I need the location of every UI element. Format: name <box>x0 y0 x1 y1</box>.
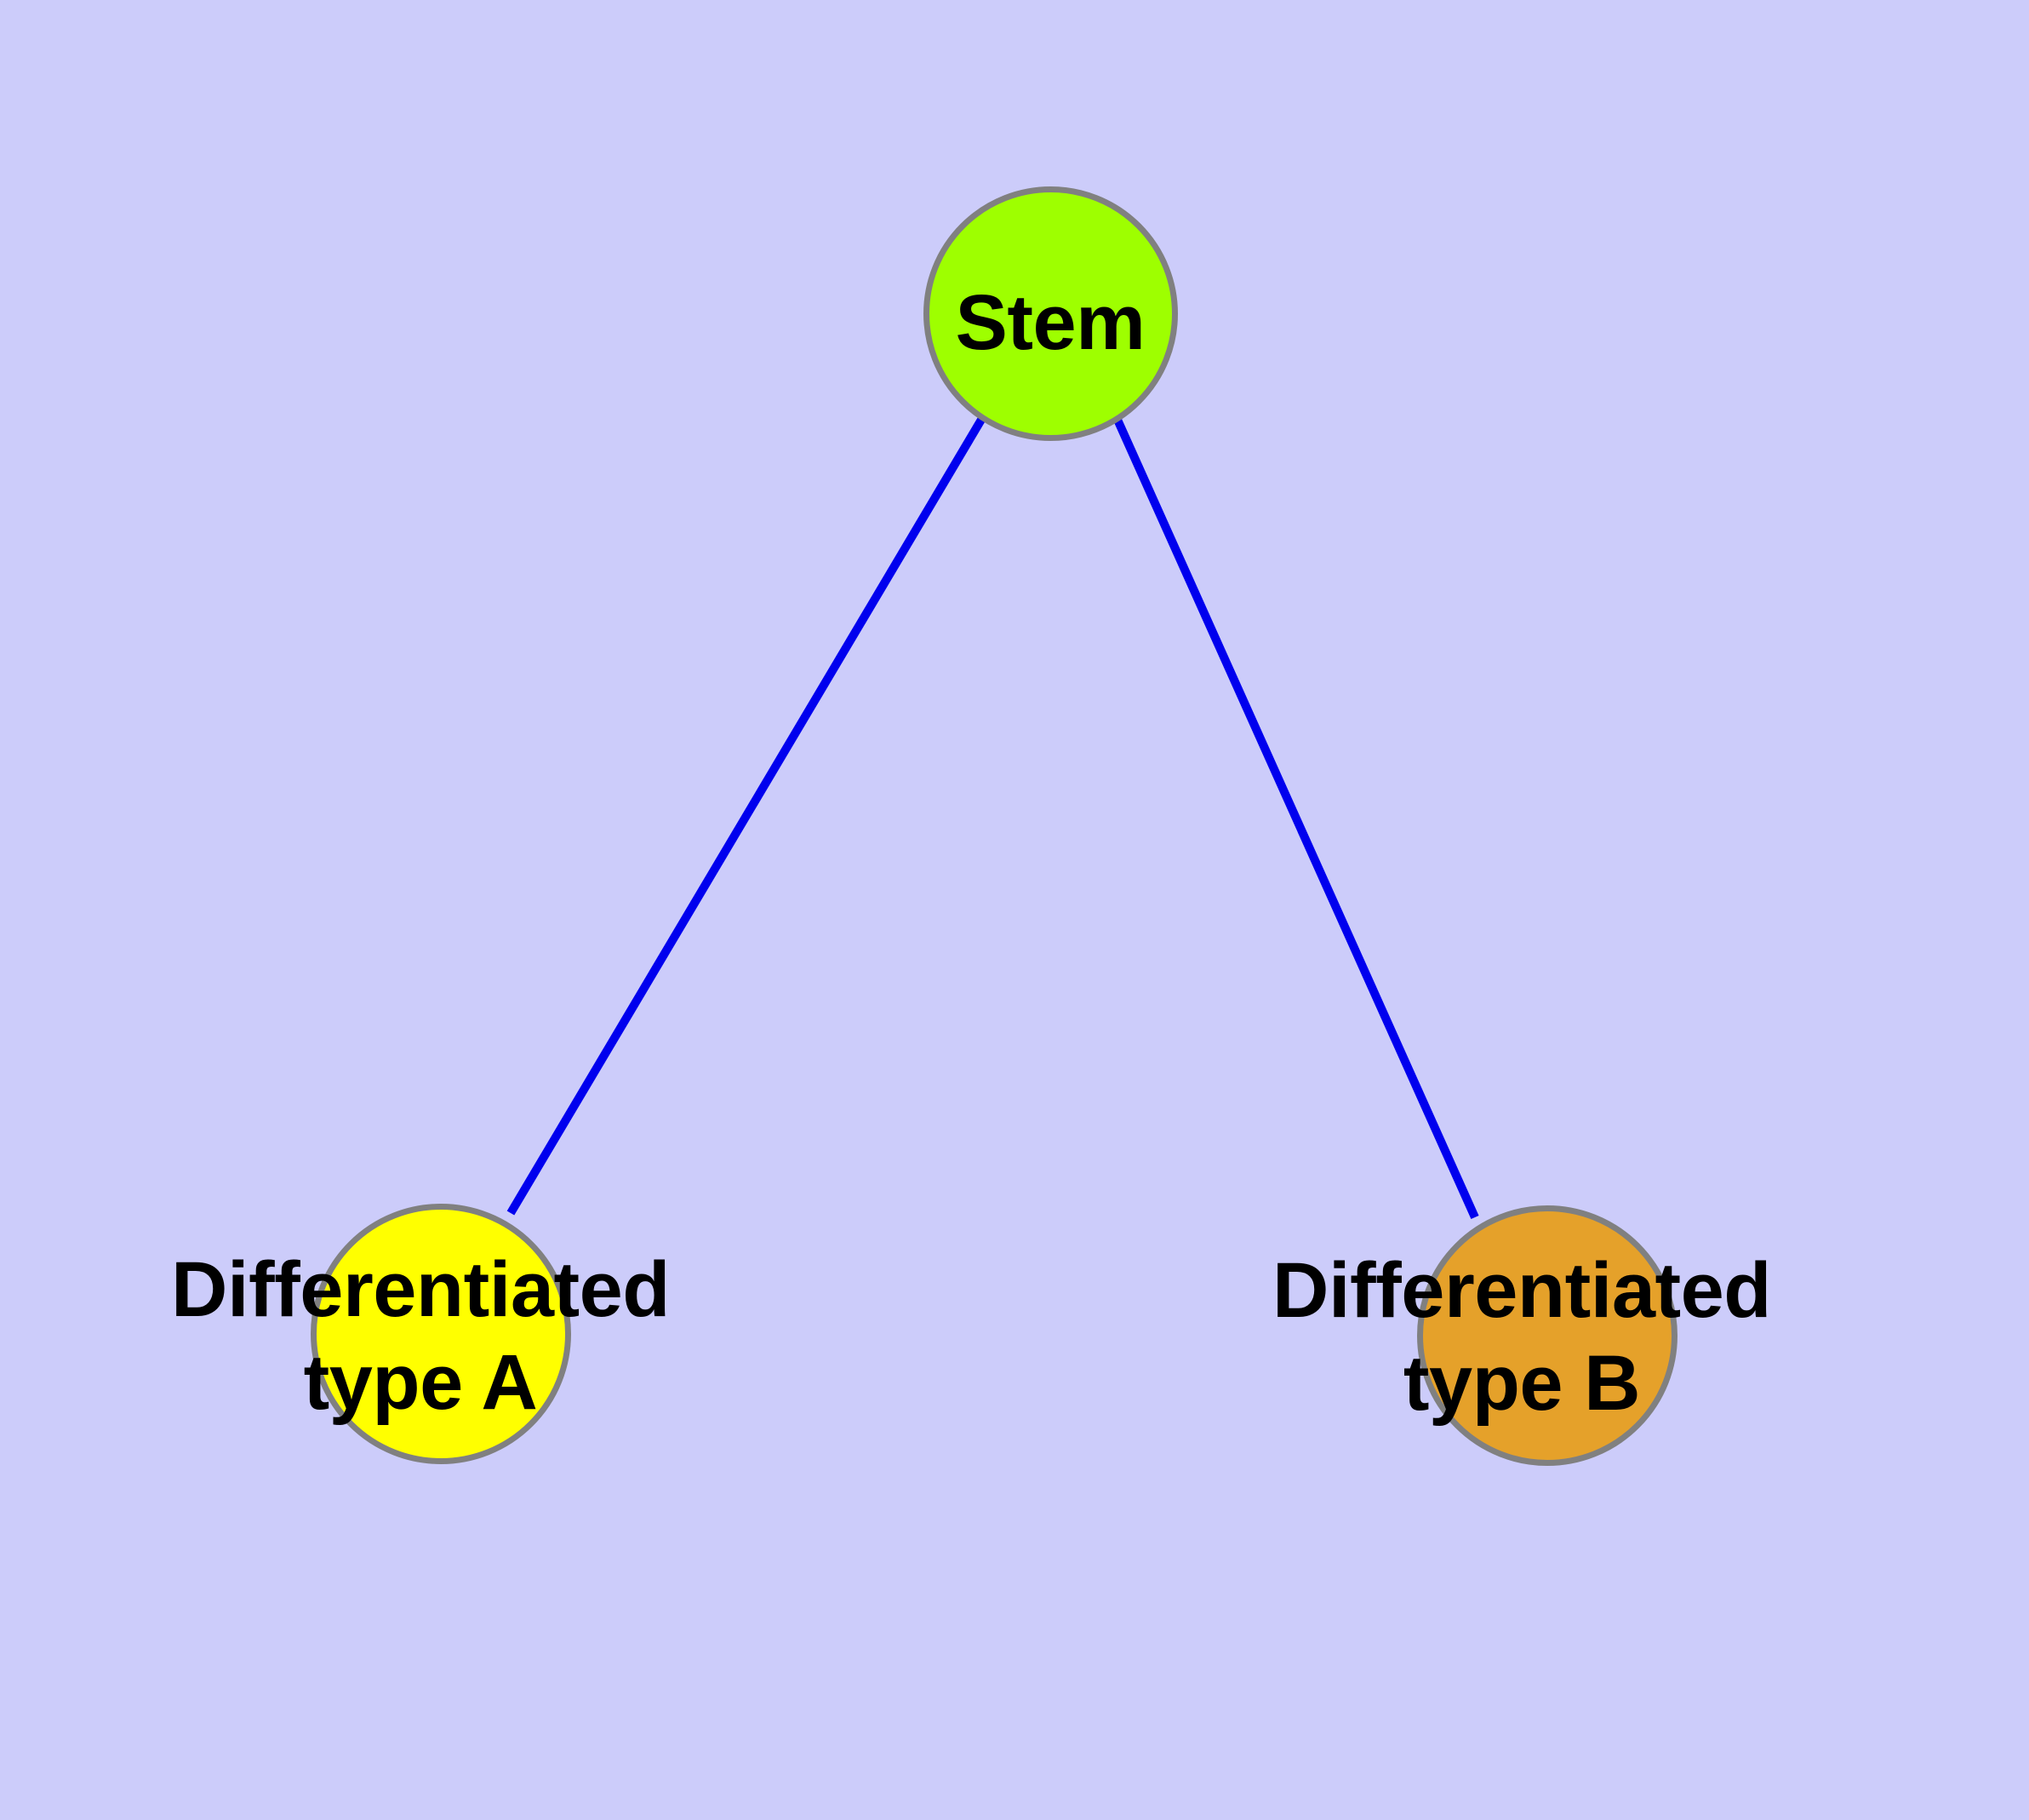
edge-stem-to-diff-a[interactable] <box>506 417 986 1216</box>
edge-stem-to-diff-b[interactable] <box>1113 417 1479 1220</box>
node-label-differentiated-type-b-line-2: type B <box>1403 1339 1641 1427</box>
node-label-stem-line-1: Stem <box>955 279 1146 366</box>
node-stem[interactable] <box>923 186 1178 441</box>
node-label-differentiated-type-a: Differentiated type A <box>165 1244 676 1428</box>
node-differentiated-type-b[interactable] <box>1417 1205 1677 1466</box>
node-label-differentiated-type-b: Differentiated type B <box>1266 1245 1777 1429</box>
node-differentiated-type-a[interactable] <box>311 1204 571 1464</box>
node-label-differentiated-type-b-line-1: Differentiated <box>1272 1247 1771 1334</box>
node-label-stem: Stem <box>795 277 1306 369</box>
node-label-differentiated-type-a-line-1: Differentiated <box>171 1246 670 1333</box>
node-label-differentiated-type-a-line-2: type A <box>303 1338 538 1426</box>
